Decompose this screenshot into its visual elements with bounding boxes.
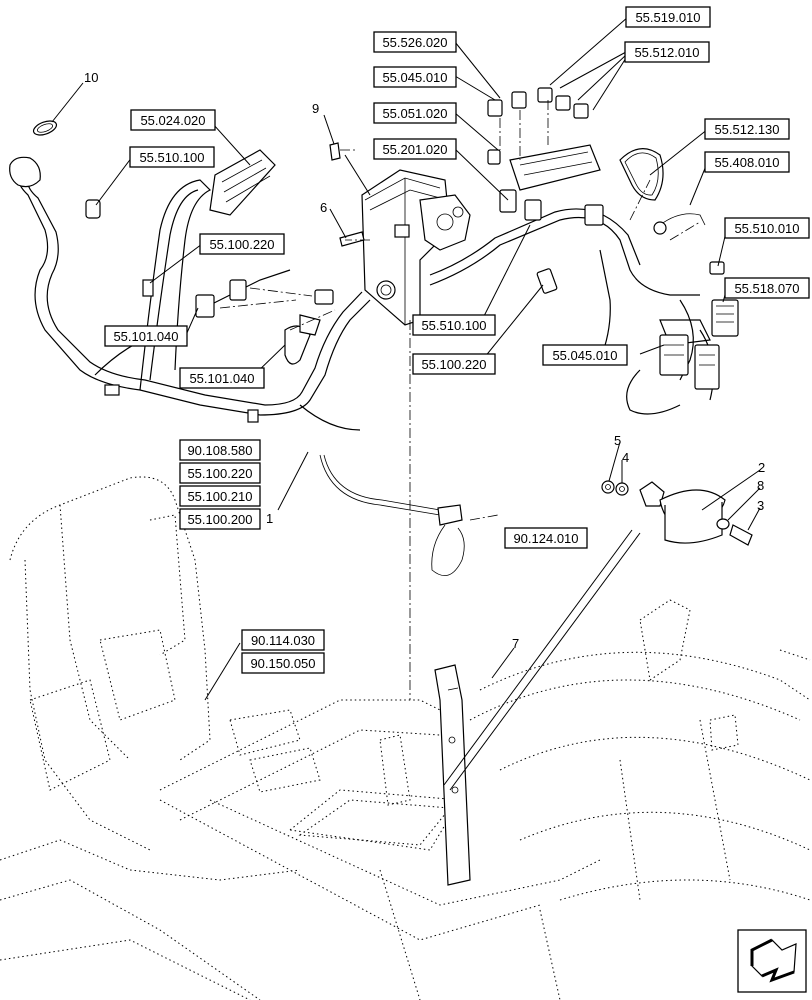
ref-label-55-526-020[interactable]: 55.526.020 [373, 31, 457, 53]
svg-text:90.108.580: 90.108.580 [187, 443, 252, 458]
ref-labels: 55.519.010 55.526.020 55.512.010 55.045.… [104, 6, 810, 674]
svg-text:55.045.010: 55.045.010 [382, 70, 447, 85]
item-number-2: 2 [758, 460, 765, 475]
ref-label-55-510-010[interactable]: 55.510.010 [724, 217, 810, 239]
ref-label-90-150-050[interactable]: 90.150.050 [241, 652, 325, 674]
wiring-harness [16, 148, 714, 577]
assembly-lines [219, 100, 701, 700]
svg-text:55.100.200: 55.100.200 [187, 512, 252, 527]
leader-lines [51, 16, 761, 791]
svg-text:55.100.220: 55.100.220 [209, 237, 274, 252]
svg-text:55.510.100: 55.510.100 [421, 318, 486, 333]
ref-label-55-512-130[interactable]: 55.512.130 [704, 118, 790, 140]
relay-cluster [487, 87, 604, 294]
ref-label-55-024-020[interactable]: 55.024.020 [130, 109, 216, 131]
ref-label-90-124-010[interactable]: 90.124.010 [504, 527, 588, 549]
ref-label-55-100-220-left[interactable]: 55.100.220 [199, 233, 285, 255]
bracket-hardware [601, 480, 753, 546]
ref-label-55-100-220-center[interactable]: 55.100.220 [412, 353, 496, 375]
ref-label-55-051-020[interactable]: 55.051.020 [373, 102, 457, 124]
svg-text:55.201.020: 55.201.020 [382, 142, 447, 157]
svg-text:90.114.030: 90.114.030 [251, 633, 315, 648]
svg-text:55.051.020: 55.051.020 [382, 106, 447, 121]
svg-text:55.510.010: 55.510.010 [734, 221, 799, 236]
item-numbers: 10 9 6 1 5 4 2 8 3 7 [84, 70, 765, 651]
ref-label-55-408-010[interactable]: 55.408.010 [704, 151, 790, 173]
svg-text:55.100.220: 55.100.220 [421, 357, 486, 372]
ref-label-55-510-100-top[interactable]: 55.510.100 [129, 146, 215, 168]
ref-label-90-114-030[interactable]: 90.114.030 [241, 629, 325, 651]
ref-label-55-519-010[interactable]: 55.519.010 [625, 6, 711, 28]
svg-text:55.101.040: 55.101.040 [189, 371, 254, 386]
svg-text:55.526.020: 55.526.020 [382, 35, 447, 50]
item-number-6: 6 [320, 200, 327, 215]
ref-label-55-510-100-center[interactable]: 55.510.100 [412, 314, 496, 336]
ref-label-55-101-040-lower[interactable]: 55.101.040 [179, 367, 265, 389]
ref-label-55-512-010[interactable]: 55.512.010 [624, 41, 710, 63]
svg-text:90.150.050: 90.150.050 [250, 656, 315, 671]
ref-label-90-108-580[interactable]: 90.108.580 [179, 439, 261, 461]
ref-label-55-518-070[interactable]: 55.518.070 [724, 277, 810, 299]
ref-label-55-201-020[interactable]: 55.201.020 [373, 138, 457, 160]
svg-text:55.045.010: 55.045.010 [552, 348, 617, 363]
svg-text:55.512.010: 55.512.010 [634, 45, 699, 60]
ref-label-55-045-010-top[interactable]: 55.045.010 [373, 66, 457, 88]
item-number-10: 10 [84, 70, 98, 85]
item-number-4: 4 [622, 450, 629, 465]
svg-text:55.100.220: 55.100.220 [187, 466, 252, 481]
navigation-arrow-icon[interactable] [737, 929, 807, 993]
cab-structure [0, 476, 811, 1000]
mounting-pillar [434, 664, 471, 886]
svg-text:55.519.010: 55.519.010 [635, 10, 700, 25]
ref-label-55-101-040-upper[interactable]: 55.101.040 [104, 325, 188, 347]
svg-text:55.512.130: 55.512.130 [714, 122, 779, 137]
svg-text:55.518.070: 55.518.070 [734, 281, 799, 296]
svg-text:55.510.100: 55.510.100 [139, 150, 204, 165]
svg-text:55.024.020: 55.024.020 [140, 113, 205, 128]
svg-text:55.100.210: 55.100.210 [187, 489, 252, 504]
ref-label-55-045-010-right[interactable]: 55.045.010 [542, 344, 628, 366]
item-number-1: 1 [266, 511, 273, 526]
control-unit [329, 142, 471, 326]
svg-text:55.408.010: 55.408.010 [714, 155, 779, 170]
right-components [659, 261, 739, 390]
item-number-7: 7 [512, 636, 519, 651]
item-number-9: 9 [312, 101, 319, 116]
left-components [9, 120, 334, 423]
item-number-3: 3 [757, 498, 764, 513]
svg-text:55.101.040: 55.101.040 [113, 329, 178, 344]
ref-label-55-100-220-stack[interactable]: 55.100.220 [179, 462, 261, 484]
item-number-8: 8 [757, 478, 764, 493]
item-number-5: 5 [614, 433, 621, 448]
ref-label-55-100-210[interactable]: 55.100.210 [179, 485, 261, 507]
svg-text:90.124.010: 90.124.010 [513, 531, 578, 546]
ref-label-55-100-200[interactable]: 55.100.200 [179, 508, 261, 530]
